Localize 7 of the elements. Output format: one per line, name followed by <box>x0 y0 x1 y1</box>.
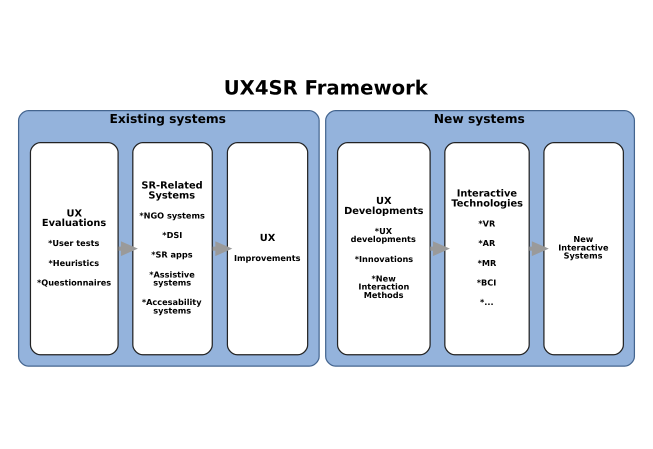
node-box: UX Improvements <box>226 142 308 356</box>
node-box: SR-Related Systems *NGO systems *DSI *SR apps *Assistive systems *Accesability systems <box>132 142 213 356</box>
node-box: New Interactive Systems <box>543 142 624 356</box>
node-box: Interactive Technologies *VR *AR *MR *BCI *... <box>444 142 530 356</box>
diagram-title: UX4SR Framework <box>224 76 428 100</box>
node-box: UX Developments *UX developments *Innovations *New Interaction Methods <box>336 142 431 356</box>
node-box: UX Evaluations *User tests *Heuristics *Questionnaires <box>30 142 119 356</box>
